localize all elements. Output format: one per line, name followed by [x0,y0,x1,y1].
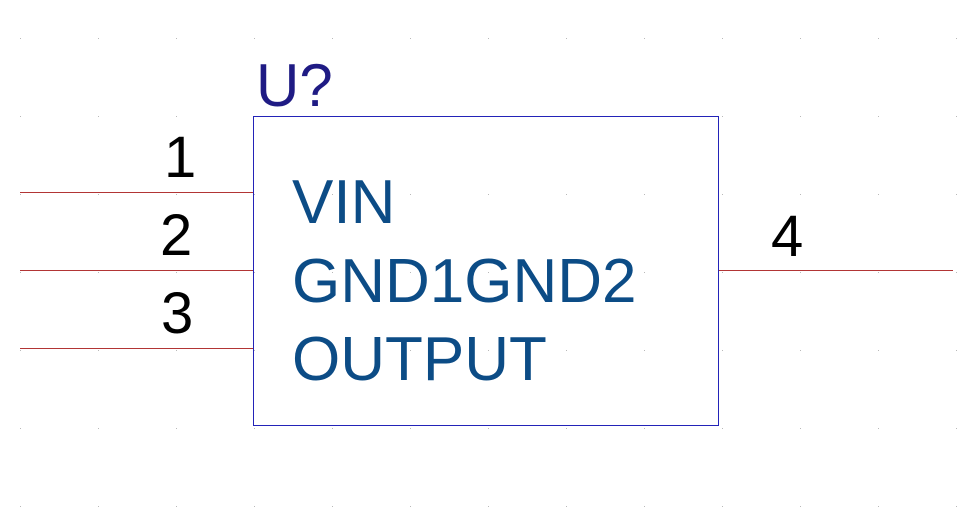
grid-dot [644,350,645,351]
grid-dot [410,194,411,195]
grid-dot [254,194,255,195]
grid-dot [722,194,723,195]
grid-dot [488,350,489,351]
grid-dot [410,272,411,273]
grid-dot [722,428,723,429]
grid-dot [98,38,99,39]
pin-name-output: OUTPUT [292,325,547,394]
grid-dot [176,116,177,117]
grid-dot [332,506,333,507]
grid-dot [878,272,879,273]
grid-dot [20,116,21,117]
grid-dot [956,350,957,351]
grid-dot [410,428,411,429]
grid-dot [956,38,957,39]
component-reference[interactable]: U? [256,52,333,119]
grid-dot [20,38,21,39]
grid-dot [566,38,567,39]
grid-dot [722,116,723,117]
grid-dot [800,38,801,39]
grid-dot [254,428,255,429]
grid-dot [488,194,489,195]
grid-dot [254,506,255,507]
grid-dots [20,38,957,507]
grid-dot [644,506,645,507]
grid-dot [410,350,411,351]
grid-dot [878,194,879,195]
grid-dot [722,38,723,39]
pin-2-number: 2 [160,203,192,268]
grid-dot [176,272,177,273]
grid-dot [254,38,255,39]
grid-dot [20,428,21,429]
grid-dot [566,506,567,507]
grid-dot [98,506,99,507]
grid-dot [800,116,801,117]
grid-dot [98,350,99,351]
grid-dot [176,38,177,39]
grid-dot [722,350,723,351]
grid-dot [176,350,177,351]
pin-3-number: 3 [161,281,193,346]
grid-dot [410,506,411,507]
grid-dot [800,428,801,429]
grid-dot [566,428,567,429]
grid-dot [332,350,333,351]
grid-dot [800,194,801,195]
pin-4-number: 4 [771,204,803,269]
grid-dot [332,38,333,39]
grid-dot [956,506,957,507]
grid-dot [644,272,645,273]
grid-dot [800,506,801,507]
grid-dot [644,194,645,195]
grid-dot [800,350,801,351]
grid-dot [20,506,21,507]
grid-dot [332,428,333,429]
grid-dot [410,38,411,39]
grid-dot [98,272,99,273]
grid-dot [956,194,957,195]
grid-dot [878,350,879,351]
grid-dot [176,506,177,507]
grid-dot [722,272,723,273]
grid-dot [878,428,879,429]
grid-dot [566,272,567,273]
grid-dot [176,194,177,195]
grid-dot [20,194,21,195]
grid-dot [332,194,333,195]
grid-dot [566,350,567,351]
grid-dot [956,116,957,117]
grid-dot [488,272,489,273]
grid-dot [98,428,99,429]
component-body[interactable] [253,116,719,426]
grid-dot [20,272,21,273]
grid-dot [98,194,99,195]
grid-dot [566,194,567,195]
grid-dot [800,272,801,273]
grid-dot [332,272,333,273]
pin-name-gnd1gnd2: GND1GND2 [292,247,637,316]
grid-dot [98,116,99,117]
grid-dot [644,38,645,39]
grid-dot [956,428,957,429]
grid-dot [254,272,255,273]
grid-dot [488,428,489,429]
grid-dot [878,38,879,39]
grid-dot [254,350,255,351]
grid-dot [722,506,723,507]
pin-name-vin: VIN [292,168,395,237]
grid-dot [878,506,879,507]
grid-dot [488,38,489,39]
grid-dot [644,428,645,429]
grid-dot [956,272,957,273]
grid-dot [878,116,879,117]
grid-dot [20,350,21,351]
pin-1-number: 1 [164,125,196,190]
grid-dot [176,428,177,429]
grid-dot [488,506,489,507]
